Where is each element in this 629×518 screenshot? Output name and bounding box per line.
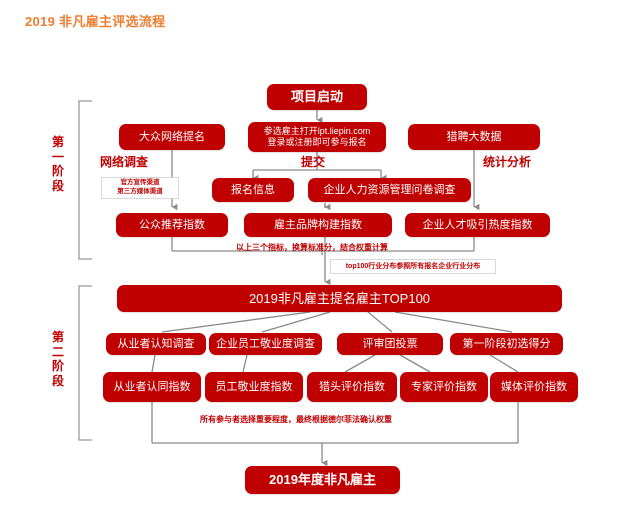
note-top100-industry: top100行业分布参照所有报名企业行业分布 [330,259,496,274]
box-employer-register[interactable]: 参选雇主打开lpt.liepin.com 登录或注册即可参与报名 [248,122,386,152]
stage-1-label: 第一阶段 [51,135,64,193]
note-weight-calculation: 以上三个指标，换算标准分，结合权重计算 [236,243,388,252]
box-survey-employee-engagement[interactable]: 企业员工敬业度调查 [209,333,322,355]
box-public-recommend-index[interactable]: 公众推荐指数 [116,213,228,237]
box-index-engagement[interactable]: 员工敬业度指数 [205,372,303,402]
box-survey-jury-vote[interactable]: 评审团投票 [337,333,443,355]
caption-network-survey: 网络调查 [100,155,149,169]
box-index-media[interactable]: 媒体评价指数 [490,372,578,402]
caption-statistical-analysis: 统计分析 [483,155,532,169]
box-project-start[interactable]: 项目启动 [267,84,367,110]
box-signup-info[interactable]: 报名信息 [212,178,294,202]
box-liepin-bigdata[interactable]: 猎聘大数据 [408,124,540,150]
box-public-nomination[interactable]: 大众网络提名 [119,124,225,150]
caption-submit: 提交 [301,155,326,169]
stage-2-label: 第二阶段 [51,330,64,388]
box-hr-questionnaire[interactable]: 企业人力资源管理问卷调查 [308,178,471,202]
box-talent-attraction-index[interactable]: 企业人才吸引热度指数 [405,213,550,237]
box-final-award[interactable]: 2019年度非凡雇主 [245,466,400,494]
page-title: 2019 非凡雇主评选流程 [25,14,166,29]
box-index-headhunter[interactable]: 猎头评价指数 [307,372,397,402]
note-delphi-weight: 所有参与者选择重要程度，最终根据德尔菲法确认权重 [200,415,392,424]
note-promotion-channels: 官方宣传渠道 第三方媒体渠道 [101,177,179,199]
box-index-expert[interactable]: 专家评价指数 [400,372,488,402]
box-top100[interactable]: 2019非凡雇主提名雇主TOP100 [117,285,562,312]
box-survey-practitioner-awareness[interactable]: 从业者认知调查 [106,333,206,355]
box-index-practitioner[interactable]: 从业者认同指数 [103,372,201,402]
box-brand-index[interactable]: 雇主品牌构建指数 [244,213,392,237]
box-survey-stage1-score[interactable]: 第一阶段初选得分 [450,333,563,355]
